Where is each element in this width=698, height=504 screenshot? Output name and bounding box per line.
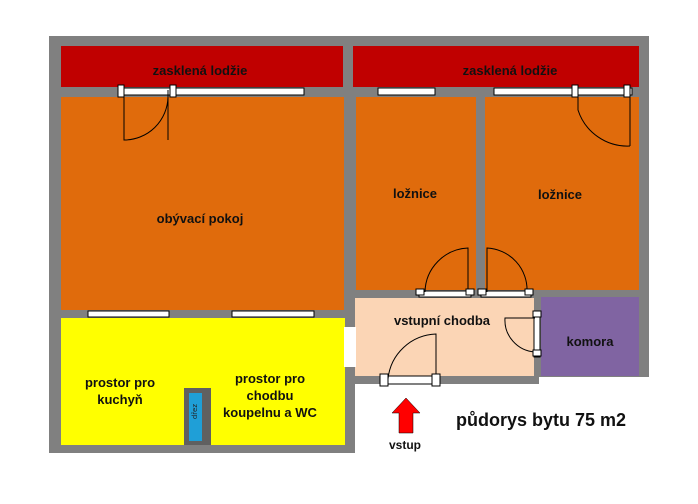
door-swings [123,90,631,380]
kitchen-area-label: prostor pro kuchyň [84,375,156,407]
loggia-right [353,46,639,87]
sink-label: dřez [191,404,199,420]
door-hinges [117,84,631,387]
loggia-right-label: zasklená lodžie [462,63,558,78]
entrance-arrow [391,397,421,434]
entrance-hall-label: vstupní chodba [393,313,491,328]
entrance-hall [355,298,534,376]
wall-opening [344,327,356,367]
loggia-left [61,46,343,87]
loggia-left-label: zasklená lodžie [152,63,248,78]
internal-openings [87,290,541,385]
bedroom-1-label: ložnice [392,186,438,201]
bedroom-2-label: ložnice [537,187,583,202]
outer-notch-step [539,377,649,385]
living-room-label: obývací pokoj [156,211,244,226]
bedroom-1 [356,97,476,290]
plan-title: půdorys bytu 75 m2 [456,410,627,430]
bedroom-2 [485,97,639,290]
hall-bath-area-label: prostor pro chodbu koupelnu a WC [223,371,317,420]
closet-room [541,297,639,376]
living-room [61,97,344,310]
sink-basin [189,393,202,441]
closet-label: komora [566,334,614,349]
entrance-label: vstup [389,438,422,452]
